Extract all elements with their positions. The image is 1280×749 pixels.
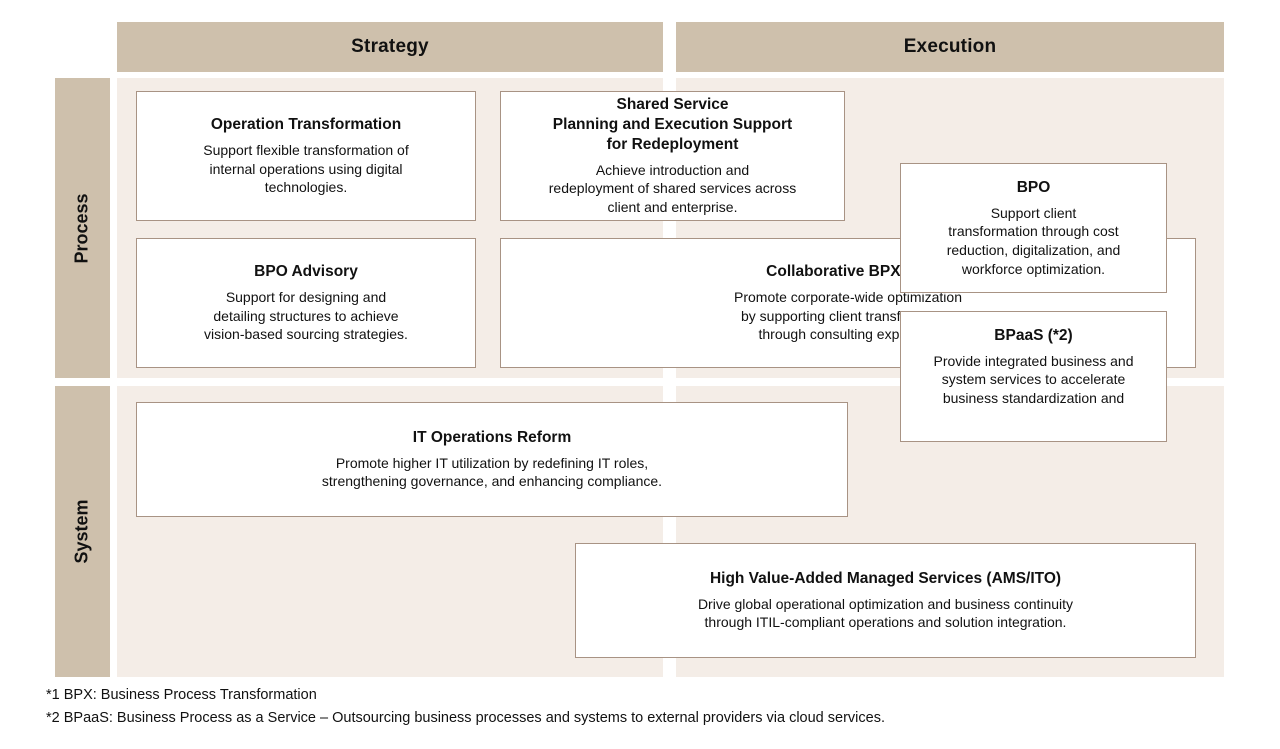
column-header-strategy-label: Strategy xyxy=(351,36,429,57)
row-label-system: System xyxy=(55,386,110,677)
footnote-bpx: *1 BPX: Business Process Transformation xyxy=(46,687,317,703)
card-bpo-advisory[interactable]: BPO Advisory Support for designing and d… xyxy=(136,238,476,368)
card-title: Shared Service Planning and Execution Su… xyxy=(552,96,793,153)
card-description: Provide integrated business and system s… xyxy=(933,352,1134,407)
footnotes: *1 BPX: Business Process Transformation … xyxy=(46,684,1246,731)
card-title: IT Operations Reform xyxy=(412,428,572,446)
card-title: High Value-Added Managed Services (AMS/I… xyxy=(709,569,1062,587)
card-title: BPaaS (*2) xyxy=(994,327,1073,344)
row-label-process: Process xyxy=(55,78,110,378)
card-it-operations-reform[interactable]: IT Operations Reform Promote higher IT u… xyxy=(136,402,848,517)
card-shared-service-planning[interactable]: Shared Service Planning and Execution Su… xyxy=(500,91,845,221)
card-description: Promote higher IT utilization by redefin… xyxy=(321,454,663,490)
row-label-system-text: System xyxy=(72,499,93,564)
column-header-execution-label: Execution xyxy=(903,36,997,57)
card-description: Achieve introduction and redeployment of… xyxy=(548,161,797,216)
card-description: Drive global operational optimization an… xyxy=(697,595,1074,631)
card-operation-transformation[interactable]: Operation Transformation Support flexibl… xyxy=(136,91,476,221)
row-label-process-text: Process xyxy=(72,192,92,264)
card-bpo[interactable]: BPO Support client transformation throug… xyxy=(900,163,1167,293)
card-description: Support for designing and detailing stru… xyxy=(204,289,408,343)
column-header-execution: Execution xyxy=(676,22,1224,72)
card-title: BPO Advisory xyxy=(254,263,358,281)
card-high-value-added-managed-services[interactable]: High Value-Added Managed Services (AMS/I… xyxy=(575,543,1196,658)
column-header-strategy: Strategy xyxy=(117,22,663,72)
card-title: BPO xyxy=(1016,178,1051,196)
card-title: Operation Transformation xyxy=(210,116,402,134)
footnote-bpaas: *2 BPaaS: Business Process as a Service … xyxy=(46,710,885,727)
card-description: Support flexible transformation of inter… xyxy=(203,142,409,196)
card-bpaas[interactable]: BPaaS (*2) Provide integrated business a… xyxy=(900,311,1167,442)
card-description: Support client transformation through co… xyxy=(946,204,1121,277)
